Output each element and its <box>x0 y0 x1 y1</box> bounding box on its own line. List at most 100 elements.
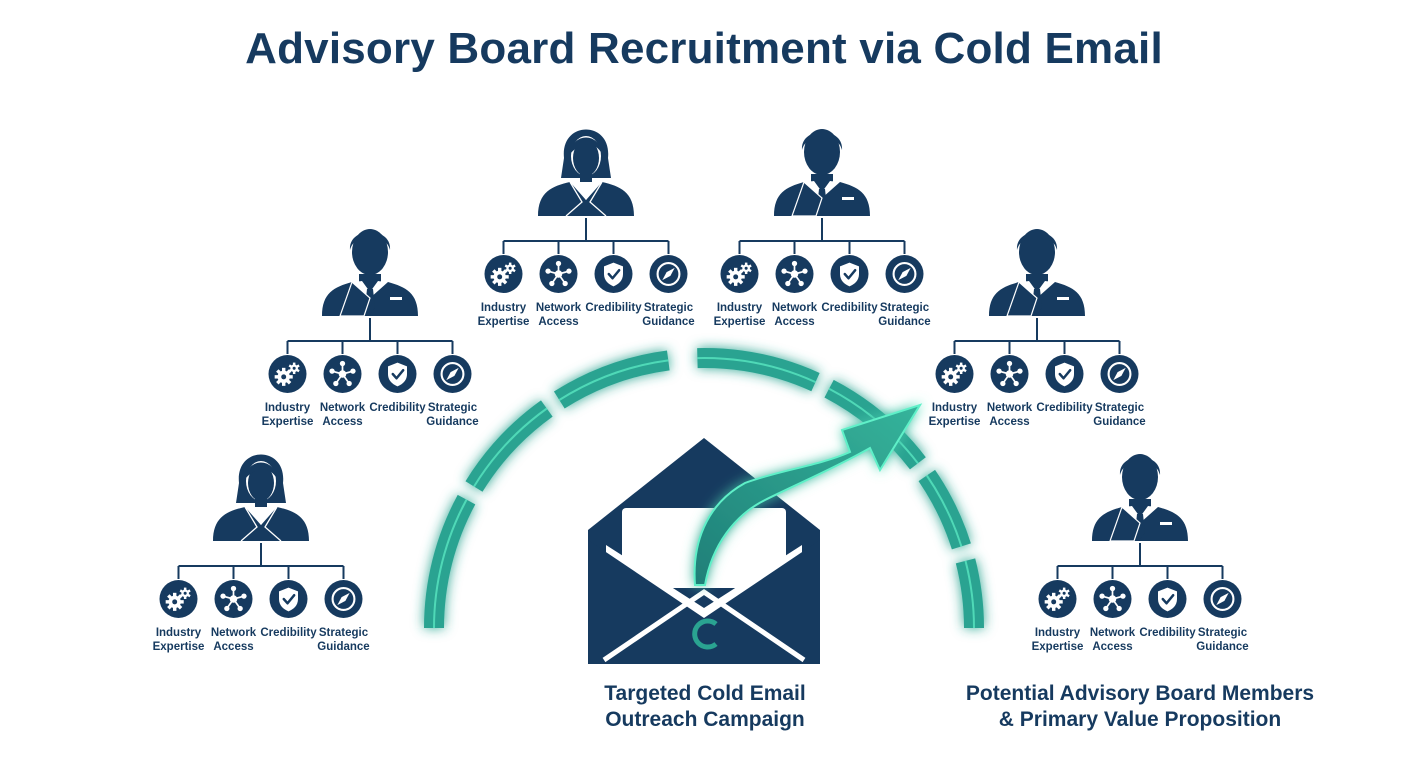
attribute-item: Credibility <box>260 580 317 639</box>
arc-segment-highlight <box>473 407 548 488</box>
attribute-label: Access <box>1092 641 1132 653</box>
attribute-item: Credibility <box>1036 355 1093 414</box>
attribute-label: Network <box>987 402 1033 414</box>
arc-segment-highlight <box>558 359 669 401</box>
arc-segment-highlight <box>964 560 975 629</box>
attribute-label: Credibility <box>585 302 642 314</box>
board-member: IndustryExpertiseNetworkAccessCredibilit… <box>929 228 1146 428</box>
attribute-label: Industry <box>932 402 978 414</box>
attribute-label: Industry <box>481 302 527 314</box>
arc-segment <box>465 400 553 492</box>
advisory-board-members: IndustryExpertiseNetworkAccessCredibilit… <box>153 128 1249 653</box>
board-member: IndustryExpertiseNetworkAccessCredibilit… <box>478 128 695 328</box>
attribute-label: Guidance <box>426 416 478 428</box>
attribute-label: Network <box>536 302 582 314</box>
attribute-label: Network <box>320 402 366 414</box>
attribute-label: Strategic <box>319 627 369 639</box>
attribute-label: Industry <box>156 627 202 639</box>
attribute-label: Strategic <box>880 302 930 314</box>
attribute-label: Guidance <box>642 316 694 328</box>
attribute-label: Strategic <box>1095 402 1145 414</box>
arc-segment <box>697 348 820 392</box>
attribute-label: Industry <box>1035 627 1081 639</box>
male-avatar-icon <box>1091 453 1189 542</box>
male-avatar-icon <box>773 128 871 217</box>
arc-segment-highlight <box>697 357 816 384</box>
attribute-label: Credibility <box>821 302 878 314</box>
attribute-label: Industry <box>717 302 763 314</box>
attribute-label: Strategic <box>1198 627 1248 639</box>
attribute-label: Expertise <box>153 641 205 653</box>
campaign-caption: Targeted Cold Email Outreach Campaign <box>555 681 855 733</box>
attribute-label: Expertise <box>478 316 530 328</box>
female-avatar-icon <box>212 453 310 542</box>
attribute-label: Credibility <box>1139 627 1196 639</box>
attribute-label: Expertise <box>262 416 314 428</box>
board-member: IndustryExpertiseNetworkAccessCredibilit… <box>714 128 931 328</box>
attribute-label: Guidance <box>317 641 369 653</box>
attribute-label: Industry <box>265 402 311 414</box>
arc-segment <box>918 469 971 550</box>
board-member: IndustryExpertiseNetworkAccessCredibilit… <box>1032 453 1249 653</box>
attribute-label: Network <box>211 627 257 639</box>
attribute-item: Credibility <box>585 255 642 314</box>
campaign-caption-line2: Outreach Campaign <box>605 708 805 731</box>
attribute-label: Credibility <box>260 627 317 639</box>
arc-segment <box>424 494 476 629</box>
members-caption: Potential Advisory Board Members & Prima… <box>950 681 1330 733</box>
attribute-label: Guidance <box>1093 416 1145 428</box>
attribute-label: Strategic <box>428 402 478 414</box>
attribute-label: Access <box>989 416 1029 428</box>
attribute-label: Guidance <box>878 316 930 328</box>
board-member: IndustryExpertiseNetworkAccessCredibilit… <box>262 228 479 428</box>
brand-logo-icon <box>692 618 718 650</box>
attribute-label: Strategic <box>644 302 694 314</box>
attribute-label: Credibility <box>369 402 426 414</box>
campaign-caption-line1: Targeted Cold Email <box>604 682 806 705</box>
attribute-label: Access <box>213 641 253 653</box>
attribute-label: Expertise <box>1032 641 1084 653</box>
attribute-label: Access <box>322 416 362 428</box>
members-caption-line2: & Primary Value Proposition <box>998 708 1282 731</box>
page-title: Advisory Board Recruitment via Cold Emai… <box>245 24 1163 73</box>
attribute-item: Credibility <box>1139 580 1196 639</box>
arc-segment-highlight <box>925 474 963 547</box>
board-member: IndustryExpertiseNetworkAccessCredibilit… <box>153 453 370 653</box>
attribute-label: Network <box>1090 627 1136 639</box>
attribute-item: Credibility <box>821 255 878 314</box>
attribute-label: Network <box>772 302 818 314</box>
attribute-label: Guidance <box>1196 641 1248 653</box>
attribute-label: Expertise <box>929 416 981 428</box>
male-avatar-icon <box>988 228 1086 317</box>
growth-arrow-icon <box>693 403 923 586</box>
members-caption-line1: Potential Advisory Board Members <box>965 682 1315 705</box>
attribute-label: Access <box>774 316 814 328</box>
attribute-label: Expertise <box>714 316 766 328</box>
arc-segment-highlight <box>433 499 468 629</box>
arc-segment <box>553 350 670 409</box>
attribute-label: Access <box>538 316 578 328</box>
attribute-label: Credibility <box>1036 402 1093 414</box>
male-avatar-icon <box>321 228 419 317</box>
female-avatar-icon <box>537 128 635 217</box>
attribute-item: Credibility <box>369 355 426 414</box>
